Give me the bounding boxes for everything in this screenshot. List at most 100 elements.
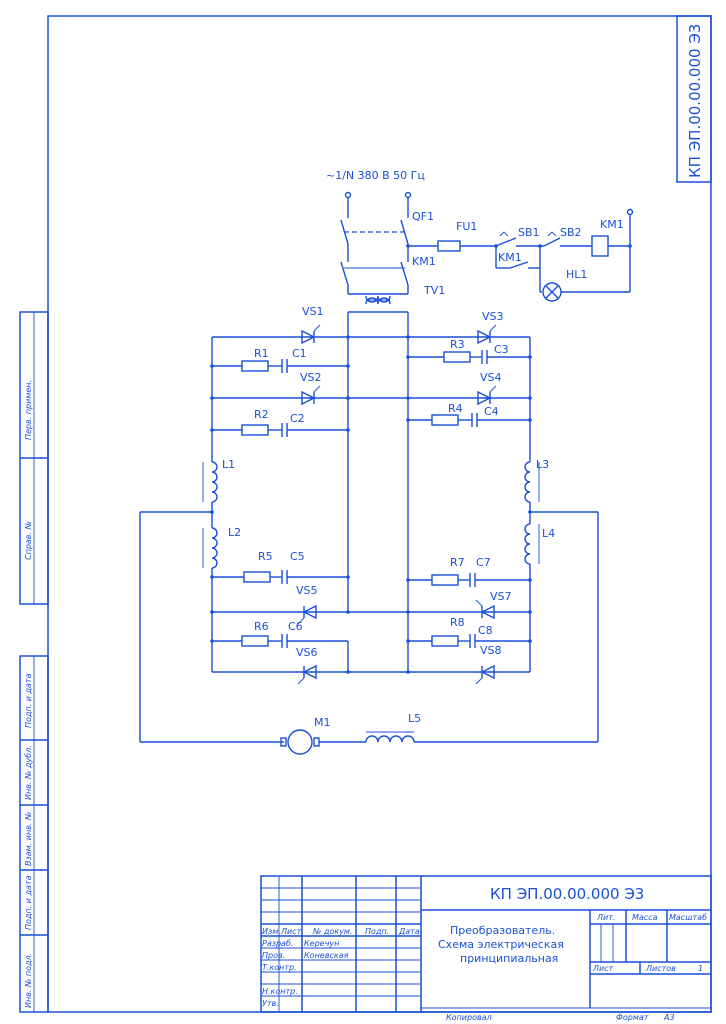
label-vs4: VS4 [480, 371, 502, 384]
inductor-l3 [524, 461, 531, 503]
kopiroval-label: Копировал [446, 1013, 492, 1022]
thyristor-vs3 [477, 329, 492, 345]
format-value: А3 [663, 1013, 675, 1022]
coil-km1 [591, 235, 609, 257]
side-label-inv-podl: Инв. № подл. [24, 953, 33, 1008]
label-sb2: SB2 [560, 226, 582, 239]
listov-value: 1 [698, 964, 703, 973]
fuse-fu1 [437, 240, 461, 252]
label-c6: C6 [288, 620, 303, 633]
label-m1: M1 [314, 716, 331, 729]
label-r1: R1 [254, 347, 269, 360]
col-list: Лист [280, 927, 302, 936]
resistor-r5 [243, 571, 271, 583]
label-c3: C3 [494, 343, 509, 356]
stamp-code-box: КП ЭП.00.00.000 Э3 [676, 15, 712, 183]
label-vs8: VS8 [480, 644, 502, 657]
terminal-n [404, 191, 412, 199]
razrab-name: Керечун [304, 939, 339, 948]
thyristor-vs7 [480, 604, 495, 620]
supply-section: ~1/N 380 В 50 Гц QF1 KM1 TV1 FU1 SB [326, 169, 634, 305]
label-r6: R6 [254, 620, 269, 633]
label-l2: L2 [228, 526, 241, 539]
label-km1-main: KM1 [412, 255, 436, 268]
button-sb1 [495, 237, 517, 247]
inductor-l2 [211, 527, 218, 569]
resistor-r8 [431, 635, 459, 647]
label-vs2: VS2 [300, 371, 322, 384]
row-prov: Пров. [262, 951, 285, 960]
label-r8: R8 [450, 616, 465, 629]
label-fu1: FU1 [456, 220, 477, 233]
resistor-r3 [443, 351, 471, 363]
terminal-l [344, 191, 352, 199]
masshtab-label: Масштаб [669, 913, 707, 922]
side-label-inv-dubl: Инв. № дубл. [24, 745, 33, 800]
button-sb2 [543, 237, 561, 247]
label-vs6: VS6 [296, 646, 318, 659]
label-tv1: TV1 [423, 284, 445, 297]
label-l3: L3 [536, 458, 549, 471]
label-r4: R4 [448, 402, 463, 415]
title-line1: Преобразователь. [450, 924, 555, 937]
thyristor-vs8 [480, 664, 495, 680]
inductor-l1 [211, 461, 218, 503]
listov-label: Листов [645, 964, 676, 973]
label-r7: R7 [450, 556, 465, 569]
label-qf1: QF1 [412, 210, 434, 223]
terminal-ctrl [626, 208, 634, 216]
col-izm: Изм. [262, 927, 281, 936]
list-label: Лист [592, 964, 614, 973]
label-r5: R5 [258, 550, 273, 563]
label-km1-coil: KM1 [600, 218, 624, 231]
resistor-r2 [241, 424, 269, 436]
label-c8: C8 [478, 624, 493, 637]
label-r2: R2 [254, 408, 269, 421]
label-c1: C1 [292, 347, 307, 360]
resistor-r7 [431, 574, 459, 586]
title-code: КП ЭП.00.00.000 Э3 [490, 885, 644, 903]
side-label-sprav: Справ. № [24, 521, 33, 560]
col-doc: № докум. [312, 927, 352, 936]
side-label-podp2: Подп. и дата [24, 875, 33, 930]
resistor-r1 [241, 360, 269, 372]
label-vs5: VS5 [296, 584, 318, 597]
title-line3: принципиальная [460, 952, 558, 965]
side-label-perv: Перв. примен. [24, 380, 33, 440]
label-km1-aux: KM1 [498, 251, 522, 264]
side-strip: Перв. примен. Справ. № Подп. и дата Инв.… [19, 311, 49, 1013]
resistor-r4 [431, 414, 459, 426]
label-r3: R3 [450, 338, 465, 351]
row-tkontr: Т.контр. [262, 963, 297, 972]
label-c5: C5 [290, 550, 305, 563]
thyristor-vs6 [302, 664, 317, 680]
label-c7: C7 [476, 556, 491, 569]
format-label: Формат [616, 1013, 649, 1022]
power-section: VS1 VS3 R1 C1 R3 C3 [139, 305, 599, 755]
title-line2: Схема электрическая [438, 938, 564, 951]
label-l5: L5 [408, 712, 421, 725]
thyristor-vs5 [302, 604, 317, 620]
label-c4: C4 [484, 405, 499, 418]
label-vs7: VS7 [490, 590, 512, 603]
side-label-vzam: Взам. инв. № [24, 812, 33, 866]
prov-name: Коневская [304, 951, 349, 960]
label-vs3: VS3 [482, 310, 504, 323]
motor-m1 [287, 729, 313, 755]
resistor-r6 [241, 635, 269, 647]
thyristor-vs2 [301, 390, 316, 406]
row-utv: Утв. [262, 999, 279, 1008]
label-hl1: HL1 [566, 268, 587, 281]
massa-label: Масса [632, 913, 658, 922]
label-sb1: SB1 [518, 226, 540, 239]
thyristor-vs4 [477, 390, 492, 406]
label-c2: C2 [290, 412, 305, 425]
col-data: Дата [398, 927, 420, 936]
km1-aux-contact [509, 261, 529, 269]
side-label-podp1: Подп. и дата [24, 673, 33, 728]
stamp-code-text: КП ЭП.00.00.000 Э3 [686, 24, 704, 178]
inductor-l5 [365, 735, 415, 743]
row-razrab: Разраб. [262, 939, 293, 948]
row-nkontr: Н.контр. [262, 987, 298, 996]
